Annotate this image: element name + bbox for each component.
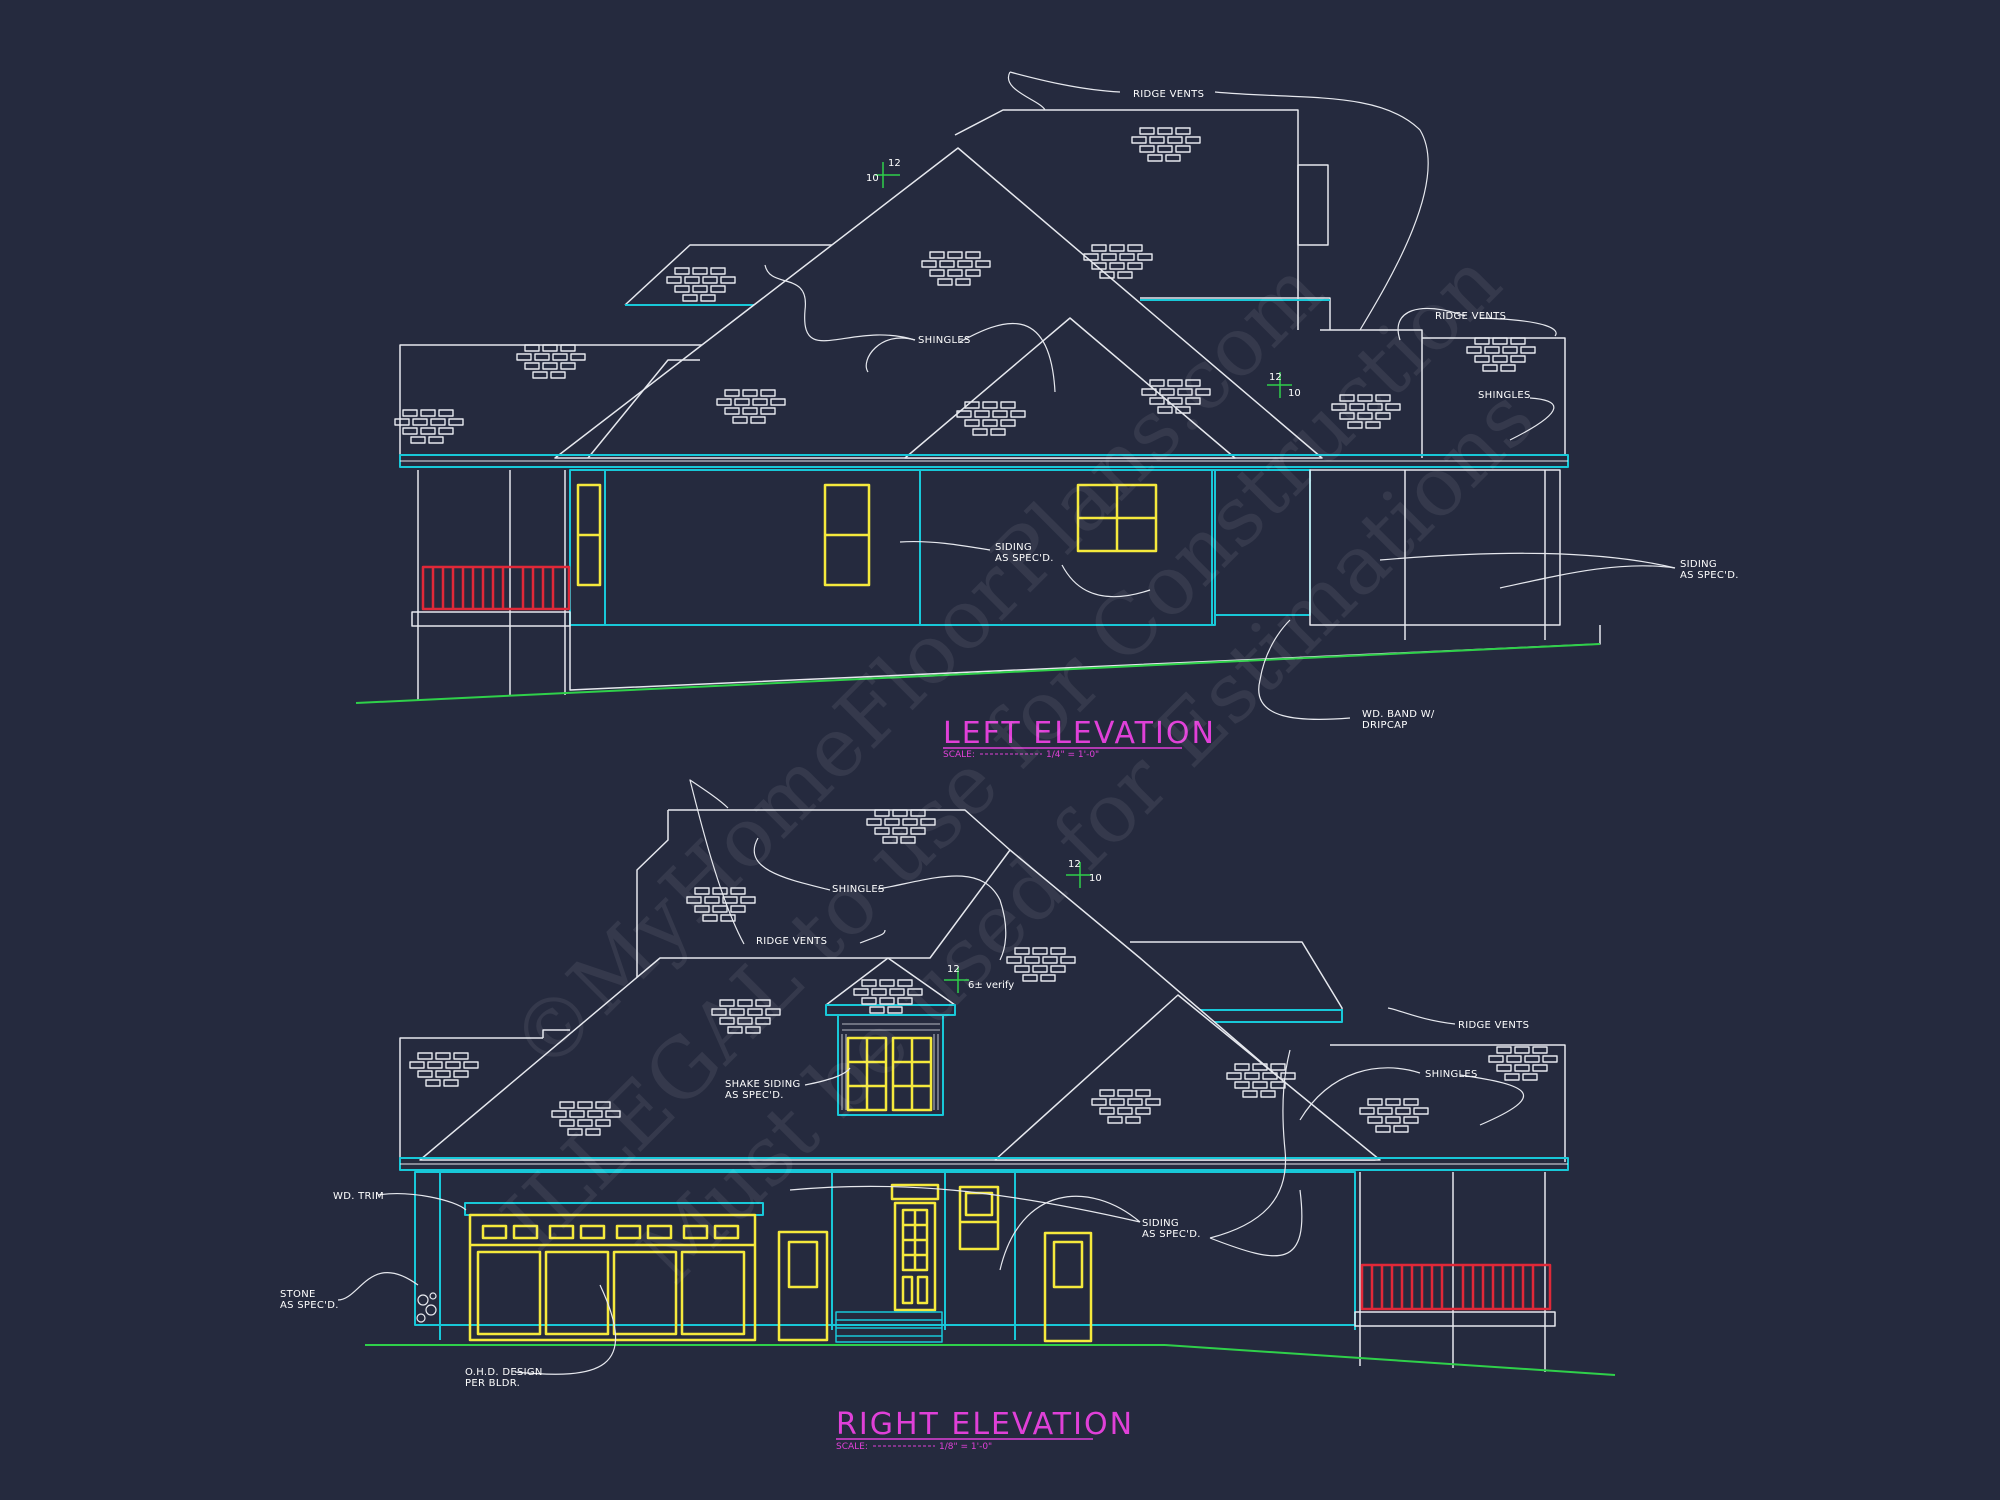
note-stone: STONE — [280, 1289, 316, 1300]
note-wd-band: WD. BAND W/ — [1362, 709, 1435, 720]
porch-railing — [1360, 1263, 1552, 1311]
dormer-face — [837, 1014, 944, 1116]
left-porch — [411, 470, 571, 700]
pitch-symbol-right-1: 12 10 — [1066, 859, 1102, 888]
note-shingles-top: SHINGLES — [832, 884, 885, 895]
svg-text:1/8" = 1'-0": 1/8" = 1'-0" — [939, 1442, 992, 1452]
svg-text:AS SPEC'D.: AS SPEC'D. — [1680, 570, 1739, 581]
note-shingles-right: SHINGLES — [1478, 390, 1531, 401]
svg-text:12: 12 — [947, 964, 960, 975]
front-hip-roof — [994, 994, 1381, 1161]
chimney — [1297, 164, 1329, 246]
right-elevation: 12 10 12 6± verify SHINGLES RIDGE VENTS … — [280, 779, 1616, 1452]
note-shake-siding: SHAKE SIDING — [725, 1079, 801, 1090]
svg-text:PER BLDR.: PER BLDR. — [465, 1378, 520, 1389]
foundation — [569, 625, 1601, 691]
pitch-symbol-right-2: 12 6± verify — [944, 964, 1014, 993]
note-ridge-vents-right: RIDGE VENTS — [1435, 311, 1506, 322]
svg-text:10: 10 — [1089, 873, 1102, 884]
right-wing-roof — [1320, 329, 1423, 458]
side-door — [777, 1230, 829, 1342]
rear-door — [1043, 1231, 1093, 1343]
note-ridge-vents-right: RIDGE VENTS — [1458, 1020, 1529, 1031]
right-porch — [1309, 469, 1561, 626]
right-elevation-title: RIGHT ELEVATION — [836, 1407, 1134, 1442]
entry-steps — [835, 1311, 943, 1343]
left-wing-roof — [399, 1037, 543, 1160]
pitch-symbol-left-1: 12 10 — [866, 158, 901, 188]
porch-railing — [421, 565, 571, 611]
left-elevation-title: LEFT ELEVATION — [943, 716, 1216, 751]
right-porch — [1354, 1172, 1556, 1372]
svg-text:SCALE:: SCALE: — [943, 750, 975, 760]
dormer-window — [846, 1036, 933, 1112]
left-windows — [576, 483, 1158, 587]
svg-text:AS SPEC'D.: AS SPEC'D. — [1142, 1229, 1201, 1240]
svg-text:12: 12 — [1269, 372, 1282, 383]
front-gable-roof — [904, 317, 1236, 459]
note-siding: SIDING — [1142, 1218, 1179, 1229]
note-shingles-right: SHINGLES — [1425, 1069, 1478, 1080]
svg-text:AS SPEC'D.: AS SPEC'D. — [995, 553, 1054, 564]
small-window — [958, 1185, 1000, 1251]
note-shingles-center: SHINGLES — [918, 335, 971, 346]
svg-text:DRIPCAP: DRIPCAP — [1362, 720, 1408, 731]
svg-text:6± verify: 6± verify — [968, 980, 1014, 991]
note-siding-right: SIDING — [1680, 559, 1717, 570]
right-wing-roof — [1330, 1044, 1566, 1162]
note-ridge-vents-left: RIDGE VENTS — [756, 936, 827, 947]
svg-text:AS SPEC'D.: AS SPEC'D. — [280, 1300, 339, 1311]
upper-roof-block — [636, 810, 669, 985]
note-wd-trim: WD. TRIM — [333, 1191, 384, 1202]
grade-line — [355, 643, 1601, 704]
garage-door — [468, 1213, 757, 1342]
note-ohd-design: O.H.D. DESIGN — [465, 1367, 543, 1378]
entry-door — [890, 1183, 940, 1312]
svg-text:10: 10 — [1288, 388, 1301, 399]
left-elevation: 12 10 12 10 RIDGE VENTS SHINGLES RIDGE V… — [355, 71, 1739, 760]
right-dormer-roof — [1140, 297, 1331, 330]
svg-text:12: 12 — [888, 158, 901, 169]
note-ridge-vents-top: RIDGE VENTS — [1133, 89, 1204, 100]
svg-text:SCALE:: SCALE: — [836, 1442, 868, 1452]
svg-text:AS SPEC'D.: AS SPEC'D. — [725, 1090, 784, 1101]
stone-veneer — [416, 1292, 437, 1323]
svg-text:10: 10 — [866, 173, 879, 184]
svg-text:1/4" = 1'-0": 1/4" = 1'-0" — [1046, 750, 1099, 760]
pitch-symbol-left-2: 12 10 — [1267, 372, 1301, 399]
svg-text:12: 12 — [1068, 859, 1081, 870]
note-siding-center: SIDING — [995, 542, 1032, 553]
